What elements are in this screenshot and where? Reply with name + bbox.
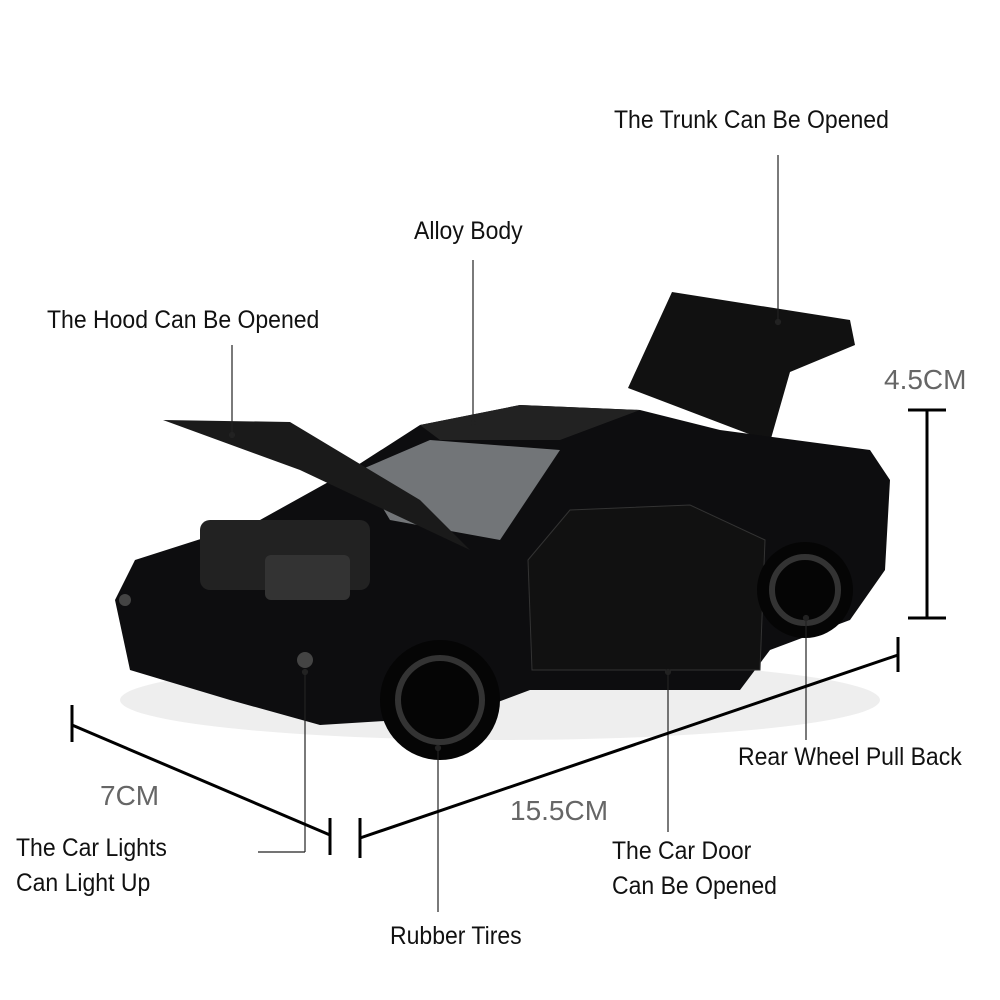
- dimension-length: 15.5CM: [510, 795, 609, 826]
- callout-hood: The Hood Can Be Opened: [47, 306, 320, 334]
- callout-door-line2: Can Be Opened: [612, 872, 777, 900]
- callout-tires: Rubber Tires: [390, 922, 522, 950]
- callout-lights-line1: The Car Lights: [16, 834, 167, 862]
- callout-door-line1: The Car Door: [612, 837, 752, 865]
- callout-trunk: The Trunk Can Be Opened: [614, 106, 889, 134]
- callout-alloy-body: Alloy Body: [414, 217, 523, 245]
- hood: [163, 420, 470, 550]
- dimension-width: 7CM: [100, 780, 160, 811]
- callout-rear-wheel: Rear Wheel Pull Back: [738, 743, 962, 771]
- car-door: [527, 504, 766, 671]
- dimension-height: 4.5CM: [884, 364, 967, 395]
- callout-lights-line2: Can Light Up: [16, 869, 151, 897]
- rear-wheel: [757, 542, 853, 638]
- front-wheel: [380, 640, 500, 760]
- trunk-lid: [628, 292, 855, 442]
